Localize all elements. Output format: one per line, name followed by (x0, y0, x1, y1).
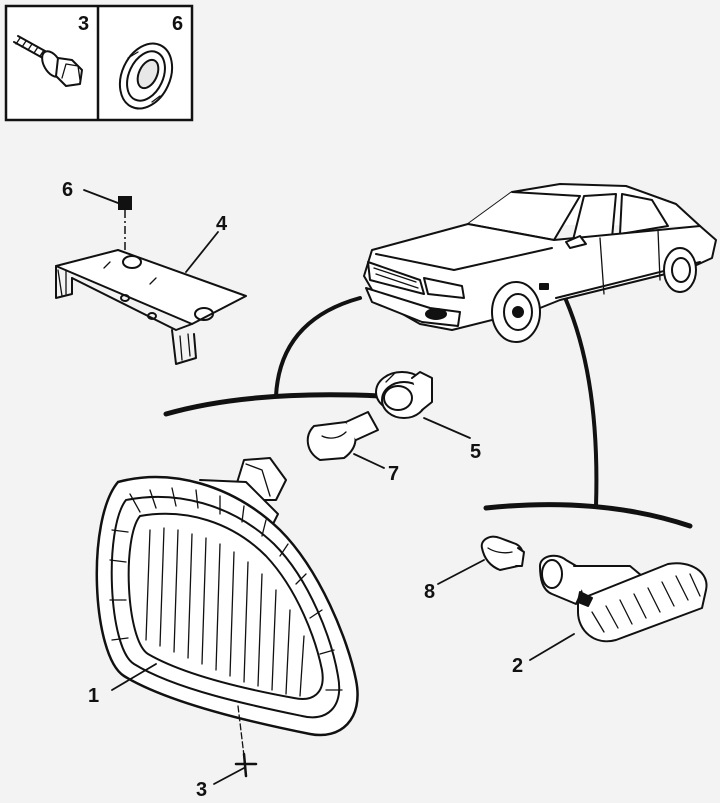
part-labels: 6 4 5 7 8 2 1 3 (62, 179, 523, 801)
car-illustration (363, 183, 717, 343)
bulb-holder-icon (375, 371, 433, 419)
label-lamp: 1 (88, 685, 99, 707)
label-screw: 3 (196, 779, 207, 801)
side-bulb-icon (480, 535, 525, 571)
front-bulb-icon (306, 411, 379, 461)
label-bulb-holder: 5 (470, 441, 481, 463)
inset-box: 3 6 (4, 4, 194, 122)
label-bulb-side: 8 (424, 581, 435, 603)
label-bulb-front: 7 (388, 463, 399, 485)
bracket-icon (55, 249, 247, 365)
bolt-icon (13, 35, 83, 87)
grommet-icon (118, 42, 174, 110)
side-repeater-icon (539, 554, 708, 643)
inset-label-bolt: 3 (78, 13, 89, 35)
label-side-repeater: 2 (512, 655, 523, 677)
callout-lines (163, 296, 693, 529)
screw-icon (234, 752, 258, 778)
front-lamp-icon (95, 457, 359, 757)
inset-label-grommet: 6 (172, 13, 183, 35)
bracket-group (55, 196, 247, 365)
label-bracket: 4 (216, 213, 228, 235)
label-clip: 6 (62, 179, 73, 201)
leader-lines (83, 189, 575, 785)
